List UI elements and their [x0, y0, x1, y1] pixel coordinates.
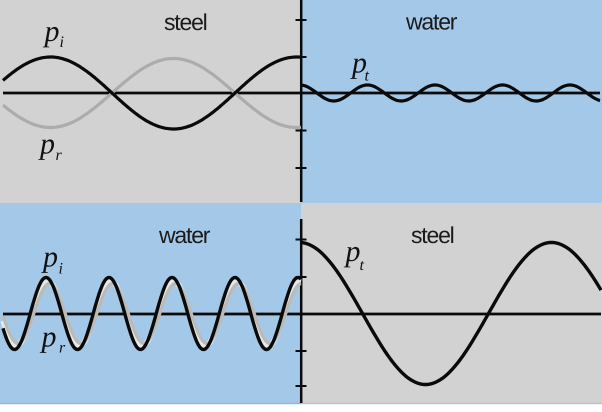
svg-text:p: p — [38, 128, 55, 161]
svg-text:steel: steel — [164, 9, 207, 35]
svg-text:steel: steel — [411, 222, 454, 248]
svg-text:r: r — [56, 147, 63, 164]
svg-text:i: i — [59, 261, 63, 278]
svg-text:water: water — [158, 222, 211, 248]
svg-text:p: p — [350, 47, 367, 80]
svg-text:r: r — [59, 340, 66, 357]
svg-text:water: water — [405, 9, 458, 35]
svg-text:p: p — [40, 321, 57, 354]
svg-text:p: p — [43, 15, 60, 48]
svg-text:p: p — [41, 241, 58, 274]
svg-text:p: p — [344, 235, 361, 268]
svg-text:t: t — [360, 257, 365, 274]
svg-text:t: t — [365, 68, 370, 85]
svg-text:i: i — [60, 34, 64, 51]
